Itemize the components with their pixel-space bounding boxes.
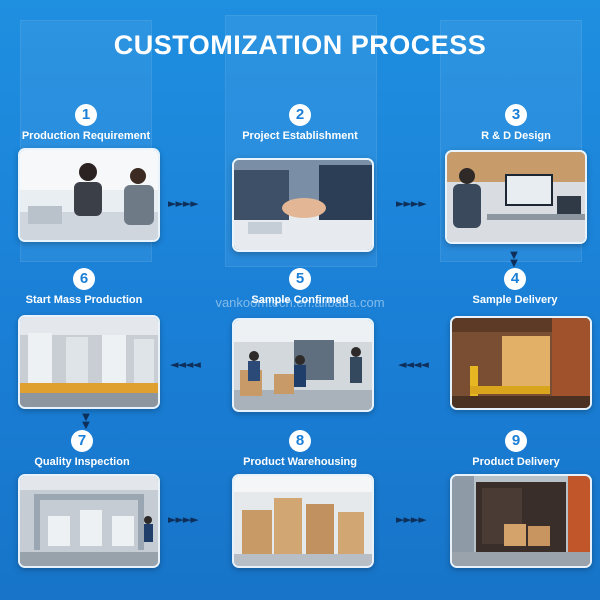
step-label: Project Establishment xyxy=(242,130,358,142)
handshake-photo xyxy=(232,158,374,252)
step-label: Quality Inspection xyxy=(34,456,130,468)
carton-stacks-photo xyxy=(232,474,374,568)
design-workstation-photo xyxy=(445,150,587,244)
step-5: 5 Sample Confirmed xyxy=(225,268,375,306)
arrow-down-3-4: ▼ ▼ xyxy=(510,250,518,269)
arrow-right-1-2: ►►►► xyxy=(168,197,199,210)
arrow-right-8-9: ►►►► xyxy=(396,513,427,526)
step-number-badge: 1 xyxy=(75,104,97,126)
step-number-badge: 3 xyxy=(505,104,527,126)
inspection-line-photo xyxy=(18,474,160,568)
step-number-badge: 5 xyxy=(289,268,311,290)
step-number-badge: 7 xyxy=(71,430,93,452)
arrow-right-2-3: ►►►► xyxy=(396,197,427,210)
step-label: R & D Design xyxy=(481,130,551,142)
warehouse-workers-photo xyxy=(232,318,374,412)
step-1: 1 Production Requirement xyxy=(11,104,161,142)
step-label: Product Delivery xyxy=(472,456,560,468)
meeting-photo xyxy=(18,148,160,242)
step-number-badge: 8 xyxy=(289,430,311,452)
page-title: CUSTOMIZATION PROCESS xyxy=(113,30,487,60)
step-label: Production Requirement xyxy=(21,130,151,142)
arrow-down-6-7: ▼ ▼ xyxy=(82,412,90,431)
step-8: 8 Product Warehousing xyxy=(225,430,375,468)
shipping-container-photo xyxy=(450,474,592,568)
step-number-badge: 6 xyxy=(73,268,95,290)
step-2: 2 Project Establishment xyxy=(225,104,375,142)
step-number-badge: 9 xyxy=(505,430,527,452)
step-label: Sample Delivery xyxy=(472,294,558,306)
step-number-badge: 2 xyxy=(289,104,311,126)
arrow-left-4-5: ◄◄◄◄ xyxy=(398,358,429,371)
arrow-left-5-6: ◄◄◄◄ xyxy=(170,358,201,371)
step-label: Sample Confirmed xyxy=(251,294,349,306)
watermark: vankoomtech.en.alibaba.com xyxy=(215,295,385,310)
production-line-photo xyxy=(18,315,160,409)
pallet-truck-photo xyxy=(450,316,592,410)
step-3: 3 R & D Design xyxy=(441,104,591,142)
arrow-right-7-8: ►►►► xyxy=(168,513,199,526)
step-number-badge: 4 xyxy=(504,268,526,290)
step-9: 9 Product Delivery xyxy=(441,430,591,468)
step-4: 4 Sample Delivery xyxy=(440,268,590,306)
step-6: 6 Start Mass Production xyxy=(9,268,159,306)
step-label: Product Warehousing xyxy=(243,456,357,468)
step-7: 7 Quality Inspection xyxy=(7,430,157,468)
step-label: Start Mass Production xyxy=(25,294,143,306)
